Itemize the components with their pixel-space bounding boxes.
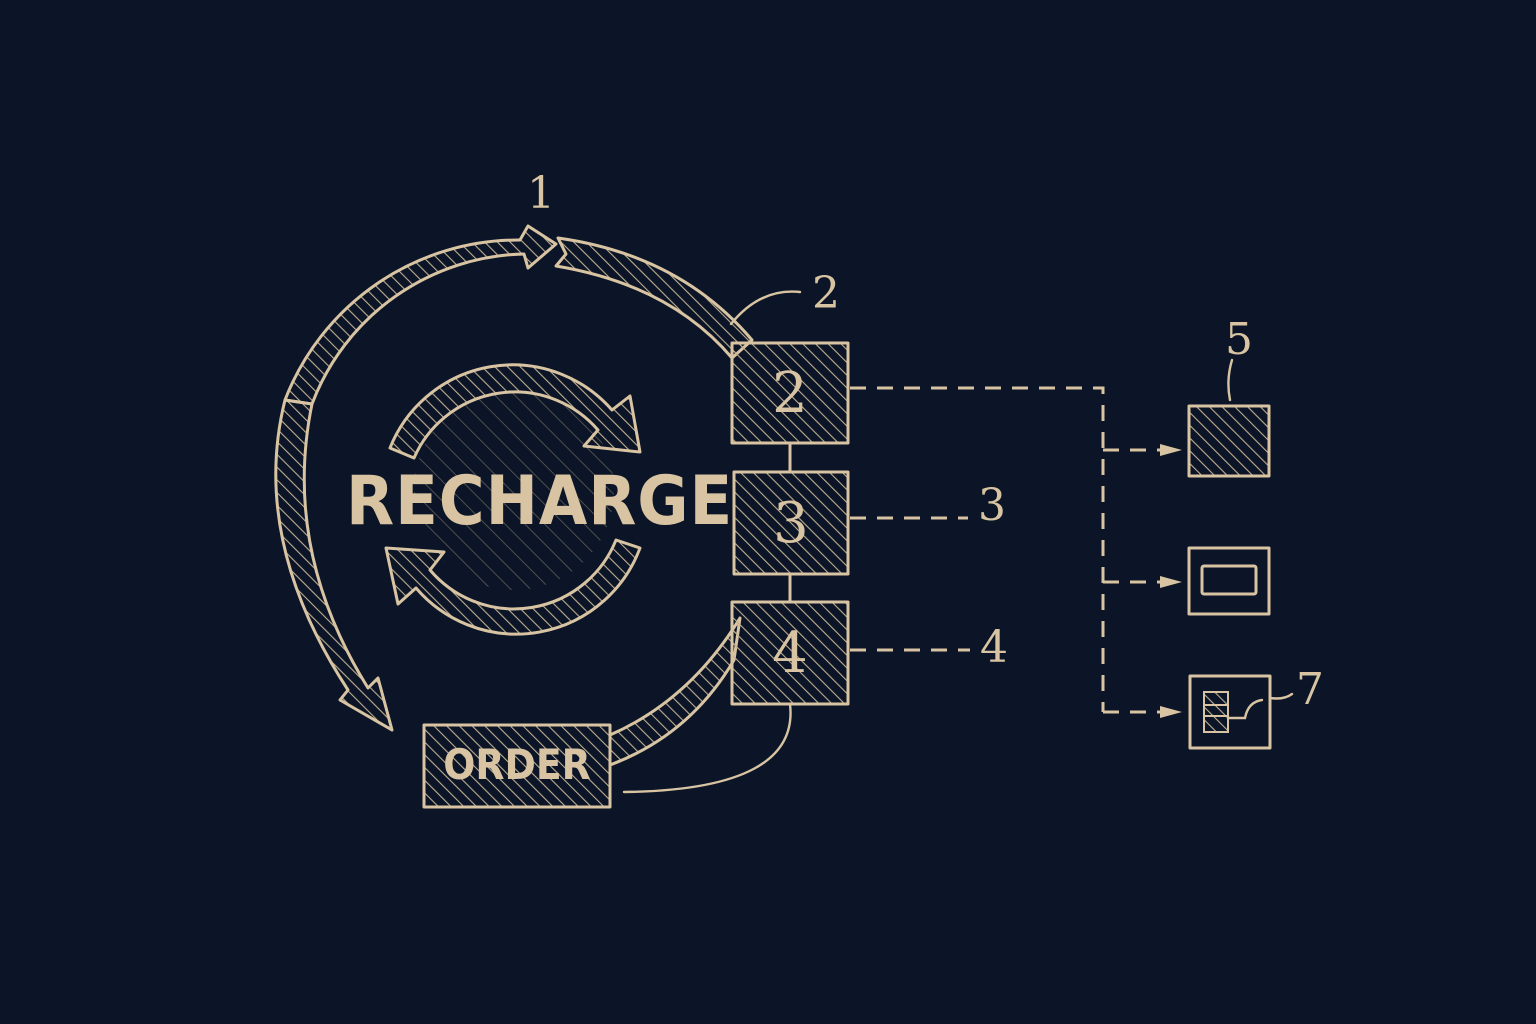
outer-cycle-arc-right — [554, 236, 754, 360]
callout-leader-7 — [1268, 692, 1294, 700]
step-3-callout: 3 — [978, 480, 1006, 531]
dashed-bus — [850, 386, 1182, 718]
step-3-box-label: 3 — [773, 491, 809, 556]
recharge-label: RECHARGE — [346, 462, 734, 541]
output-box-6[interactable] — [1187, 546, 1271, 616]
outer-cycle-arrow-left — [274, 398, 394, 732]
refresh-cycle-icon — [384, 363, 642, 636]
output-5-callout: 5 — [1225, 314, 1253, 365]
step-4-callout: 4 — [980, 622, 1008, 673]
step-2-callout: 2 — [812, 268, 840, 319]
arrowhead-icon — [1160, 576, 1182, 588]
outer-cycle-label: 1 — [527, 168, 555, 219]
return-arc-to-order — [608, 616, 742, 767]
connector-4-order — [622, 702, 792, 794]
output-box-7[interactable] — [1188, 674, 1272, 750]
step-2-box-label: 2 — [772, 361, 808, 426]
callout-leader-5 — [1227, 358, 1234, 402]
order-label: ORDER — [443, 740, 591, 789]
order-box[interactable] — [422, 723, 612, 809]
step-box-3[interactable] — [732, 470, 850, 576]
output-7-callout: 7 — [1296, 664, 1324, 715]
step-4-box-label: 4 — [772, 621, 808, 686]
callout-leader-2 — [729, 290, 802, 326]
arrowhead-icon — [1160, 444, 1182, 456]
outer-cycle-arrow-top — [283, 224, 558, 406]
output-box-5[interactable] — [1187, 404, 1271, 478]
arrowhead-icon — [1160, 706, 1182, 718]
